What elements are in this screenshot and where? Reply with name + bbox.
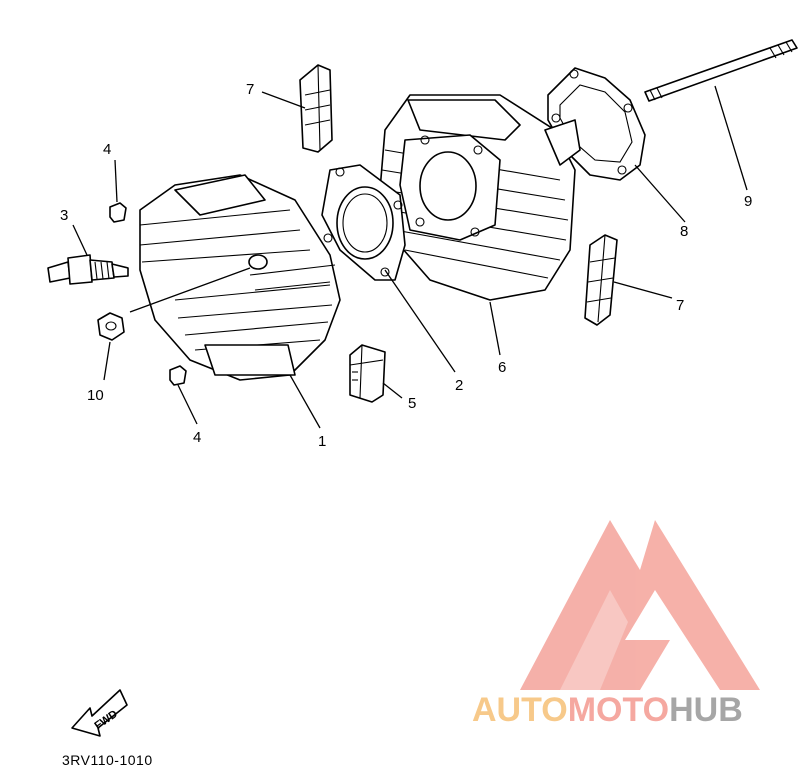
- watermark-word-moto: MOTO: [568, 691, 669, 729]
- callout-4-lower: 4: [193, 429, 201, 446]
- watermark-word-hub: HUB: [669, 691, 743, 729]
- watermark-logo: [520, 520, 760, 690]
- leader-lines: [72, 85, 748, 429]
- part-damper-lower: [584, 234, 618, 326]
- callout-2: 2: [455, 377, 463, 394]
- callout-10: 10: [87, 387, 104, 404]
- part-nut: [97, 312, 125, 341]
- part-exhaust-gasket: [321, 164, 406, 281]
- part-code: 3RV110-1010: [62, 752, 153, 768]
- part-damper-upper: [299, 64, 333, 153]
- watermark-word-auto: AUTO: [472, 691, 568, 729]
- callout-1: 1: [318, 433, 326, 450]
- part-bushing-upper: [109, 202, 127, 223]
- callout-4-upper: 4: [103, 141, 111, 158]
- callout-5: 5: [408, 395, 416, 412]
- part-damper-block: [349, 344, 386, 403]
- callout-6: 6: [498, 359, 506, 376]
- part-cylinder-head: [139, 174, 341, 381]
- callout-9: 9: [744, 193, 752, 210]
- watermark-triangle-icon: [520, 520, 760, 690]
- part-spark-plug: [47, 254, 129, 285]
- callout-7-upper: 7: [246, 81, 254, 98]
- part-bushing-lower: [169, 365, 187, 386]
- part-cylinder: [379, 94, 581, 301]
- callout-3: 3: [60, 207, 68, 224]
- callout-8: 8: [680, 223, 688, 240]
- watermark-text: AUTOMOTOHUB: [472, 691, 743, 729]
- part-stud-bolt: [644, 39, 798, 102]
- fwd-arrow-icon: FWD: [71, 689, 128, 737]
- callout-7-lower: 7: [676, 297, 684, 314]
